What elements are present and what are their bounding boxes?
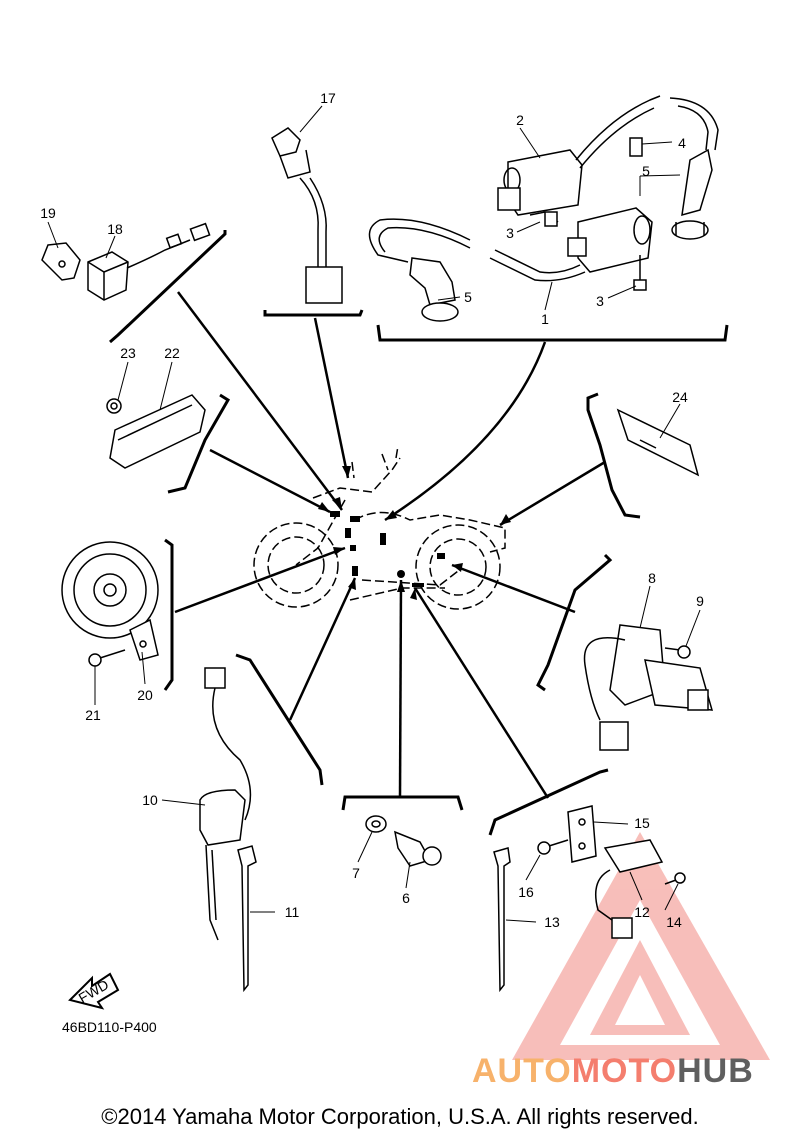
callout-23: 23 <box>120 345 136 361</box>
callout-5-left: 5 <box>464 289 472 305</box>
callout-leaders <box>47 105 701 923</box>
bolt-part-6 <box>394 830 442 867</box>
brand-part-auto: AUTO <box>472 1052 572 1090</box>
reflector-part-22 <box>109 394 206 469</box>
callout-3-left: 3 <box>506 225 514 241</box>
callout-1: 1 <box>541 311 549 327</box>
screw-part-9 <box>664 645 691 659</box>
horn-part-20 <box>61 541 159 661</box>
callout-18: 18 <box>107 221 123 237</box>
callout-17: 17 <box>320 90 336 106</box>
relay-part-12 <box>595 839 664 939</box>
ignition-coil-part-2 <box>497 95 719 216</box>
brand-part-moto: MOTO <box>571 1052 678 1090</box>
cable-tie-part-11 <box>237 845 257 993</box>
bolt-part-21 <box>88 649 126 667</box>
callout-9: 9 <box>696 593 704 609</box>
callout-4: 4 <box>678 135 686 151</box>
callout-19: 19 <box>40 205 56 221</box>
screw-part-14 <box>664 872 686 885</box>
cable-tie-part-13 <box>493 847 511 993</box>
leader-lines <box>174 291 606 799</box>
callout-16: 16 <box>518 884 534 900</box>
callout-5-right: 5 <box>642 163 650 179</box>
callout-14: 14 <box>666 914 682 930</box>
leader-arrowheads <box>318 466 511 600</box>
bolt-part-16 <box>537 839 569 855</box>
watermark-triangle-logo <box>512 832 770 1060</box>
callout-7: 7 <box>352 865 360 881</box>
relay-part-18 <box>87 222 211 301</box>
collar-part-4 <box>629 137 643 157</box>
group-brackets <box>109 230 729 836</box>
copyright-notice: ©2014 Yamaha Motor Corporation, U.S.A. A… <box>101 1104 699 1129</box>
callout-24: 24 <box>672 389 688 405</box>
callout-10: 10 <box>142 792 158 808</box>
bracket-part-19 <box>41 242 81 281</box>
callout-numbers: 17 2 4 5 3 3 5 1 19 18 23 22 24 8 9 20 2… <box>40 90 704 930</box>
ignition-coil-part-1 <box>368 207 653 282</box>
bolt-part-3b <box>633 255 647 291</box>
callout-11: 11 <box>285 904 300 920</box>
washer-part-7 <box>365 815 387 833</box>
callout-13: 13 <box>544 914 560 930</box>
motorcycle-silhouette <box>253 445 506 610</box>
mount-points <box>330 511 445 587</box>
fwd-arrow <box>68 972 120 1010</box>
callout-8: 8 <box>648 570 656 586</box>
bracket-part-15 <box>567 805 597 863</box>
switch-part-17 <box>271 127 343 304</box>
callout-15: 15 <box>634 815 650 831</box>
brand-part-hub: HUB <box>677 1052 754 1090</box>
reflector-part-24 <box>616 408 700 477</box>
watermark-brand: AUTOMOTOHUB <box>472 1052 754 1091</box>
reference-code: 46BD110-P400 <box>62 1019 157 1035</box>
bolt-part-3a <box>529 211 559 227</box>
plug-cap-part-5-left <box>409 257 459 322</box>
callout-22: 22 <box>164 345 180 361</box>
callout-12: 12 <box>634 904 650 920</box>
main-switch-part-8 <box>583 624 714 751</box>
callout-20: 20 <box>137 687 153 703</box>
callout-21: 21 <box>85 707 101 723</box>
nut-part-23 <box>106 398 122 414</box>
callout-6: 6 <box>402 890 410 906</box>
plug-cap-part-5-right <box>671 148 713 240</box>
sensor-part-10 <box>199 667 252 941</box>
callout-3-right: 3 <box>596 293 604 309</box>
callout-2: 2 <box>516 112 524 128</box>
